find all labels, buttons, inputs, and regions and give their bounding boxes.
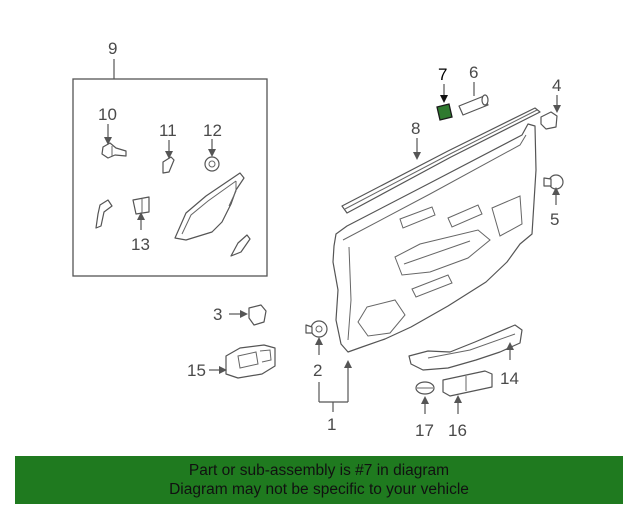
- arrow-16: [454, 395, 462, 403]
- arrow-11: [165, 151, 173, 159]
- arrow-1: [344, 360, 352, 368]
- armrest-part-14: [408, 324, 523, 371]
- arrow-15: [219, 366, 227, 374]
- weatherstrip-part-8: [341, 107, 541, 214]
- door-trim-panel-part-1: [332, 123, 537, 353]
- callout-13: 13: [131, 235, 150, 254]
- grommet-part-12: [204, 156, 220, 172]
- screw-part-2: [305, 320, 328, 338]
- banner-line-2: Diagram may not be specific to your vehi…: [169, 481, 469, 498]
- molding-part-6: [458, 94, 489, 116]
- callout-7: 7: [438, 65, 447, 84]
- clip-part-13: [132, 196, 150, 215]
- cover-part: [230, 234, 251, 257]
- callout-16: 16: [448, 421, 467, 440]
- arrow-3: [240, 310, 248, 318]
- bracket-part: [95, 199, 113, 229]
- arrow-8: [413, 152, 421, 160]
- callout-17: 17: [415, 421, 434, 440]
- callout-15: 15: [187, 361, 206, 380]
- callout-10: 10: [98, 105, 117, 124]
- clip-part-3: [248, 304, 267, 326]
- banner-line-1: Part or sub-assembly is #7 in diagram: [188, 462, 450, 479]
- arrow-17: [421, 396, 429, 404]
- arrow-14: [506, 342, 514, 350]
- callout-11: 11: [159, 121, 177, 140]
- garnish-panel-part: [174, 172, 245, 241]
- screw-part-10: [101, 142, 127, 159]
- clip-part-11: [162, 156, 175, 174]
- arrow-2: [315, 337, 323, 345]
- callout-4: 4: [552, 76, 561, 95]
- arrow-4: [553, 105, 561, 113]
- switch-panel-part-16: [442, 370, 493, 397]
- callout-3: 3: [213, 305, 222, 324]
- callout-1: 1: [327, 415, 336, 434]
- parts-diagram: 9 10 11 12 13 8: [72, 39, 564, 440]
- callout-5: 5: [550, 210, 559, 229]
- callout-8: 8: [411, 119, 420, 138]
- callout-6: 6: [469, 63, 478, 82]
- clip-part-7: [436, 103, 453, 121]
- callout-14: 14: [500, 369, 519, 388]
- arrow-10: [104, 137, 112, 145]
- arrow-13: [137, 212, 145, 220]
- callout-2: 2: [313, 361, 322, 380]
- plug-part-4: [540, 111, 558, 130]
- callout-9: 9: [108, 39, 117, 58]
- arrow-12: [208, 149, 216, 157]
- callout-12: 12: [203, 121, 222, 140]
- switch-part-15: [225, 344, 276, 379]
- info-banner: Part or sub-assembly is #7 in diagram Di…: [15, 456, 623, 504]
- cap-part-17: [415, 381, 435, 395]
- screw-part-5: [543, 174, 564, 190]
- arrow-5: [552, 187, 560, 195]
- arrow-7: [440, 95, 448, 103]
